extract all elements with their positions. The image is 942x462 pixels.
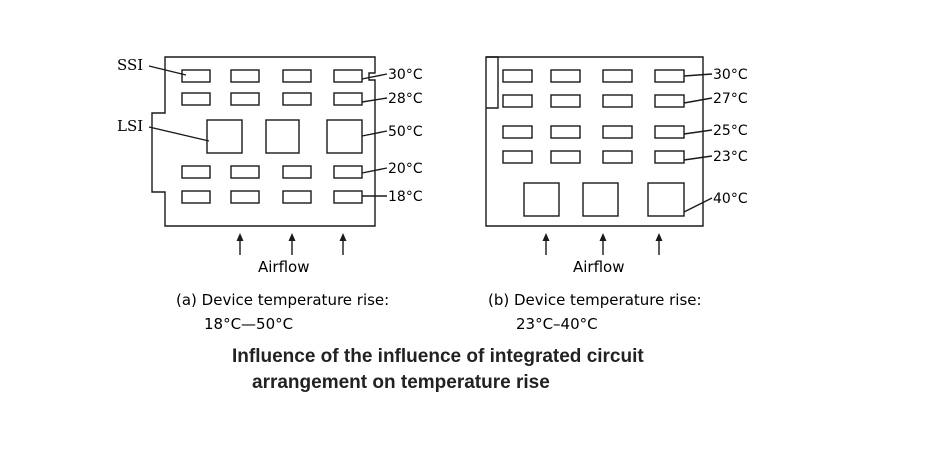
temp-b-lsi: 40°C	[713, 191, 748, 207]
temp-a-row4: 18°C	[388, 189, 423, 205]
figure-title: Influence of the influence of integrated…	[0, 346, 942, 394]
board-b-outline	[485, 56, 704, 227]
arrowhead	[236, 233, 244, 241]
temp-b-row2: 27°C	[713, 91, 748, 107]
temp-b-row3: 25°C	[713, 123, 748, 139]
board-b-leaders	[683, 73, 713, 213]
board-b-lsi-chips	[523, 182, 685, 217]
board-b-ssi-chips	[502, 69, 685, 164]
title-line2: arrangement on temperature rise	[252, 372, 550, 393]
caption-b-line1: (b) Device temperature rise:	[488, 291, 702, 309]
caption-a-line1: (a) Device temperature rise:	[176, 291, 389, 309]
temp-b-row1: 30°C	[713, 67, 748, 83]
board-a-outline	[151, 56, 376, 227]
ic-arrangement-figure: SSI LSI 30°C 28°C 50°C 20°C 18°C Airflow…	[117, 56, 748, 333]
board-a-lsi-chips	[206, 119, 363, 154]
arrowhead	[339, 233, 347, 241]
board-a-leaders	[148, 65, 388, 197]
title-line1: Influence of the influence of integrated…	[232, 346, 644, 367]
arrowhead	[599, 233, 607, 241]
temp-a-row3: 20°C	[388, 161, 423, 177]
arrowhead	[655, 233, 663, 241]
airflow-label-b: Airflow	[573, 258, 625, 276]
board-a-ssi-chips	[181, 69, 363, 204]
caption-b-line2: 23°C–40°C	[516, 315, 598, 333]
ssi-label: SSI	[117, 56, 143, 74]
temp-a-row2: 28°C	[388, 91, 423, 107]
arrowhead	[288, 233, 296, 241]
temp-b-row4: 23°C	[713, 149, 748, 165]
airflow-label-a: Airflow	[258, 258, 310, 276]
lsi-label: LSI	[117, 117, 143, 135]
arrowhead	[542, 233, 550, 241]
temp-a-lsi: 50°C	[388, 124, 423, 140]
temp-a-row1: 30°C	[388, 67, 423, 83]
caption-a-line2: 18°C—50°C	[204, 315, 293, 333]
